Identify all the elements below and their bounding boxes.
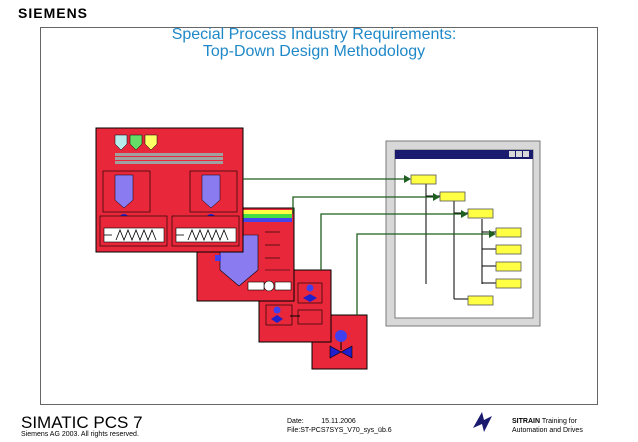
siemens-logo: SIEMENS: [18, 5, 89, 21]
pump-icon: [265, 282, 323, 326]
slide-title-line1: Special Process Industry Requirements:: [171, 26, 457, 43]
sitrain-brand: SITRAIN: [512, 418, 540, 425]
conveyor-icon: [103, 227, 237, 243]
footer-product: SIMATIC PCS 7: [21, 413, 143, 432]
sitrain-tail: Training for: [540, 418, 577, 425]
plant-overview-panel: [95, 127, 244, 253]
file-label: File:: [287, 427, 301, 434]
sitrain-logo-icon: [473, 412, 492, 432]
file-value: ST-PCS7SYS_V70_sys_üb.6: [300, 427, 392, 434]
footer-date: Date: 15.11.2006: [287, 418, 356, 425]
footer-copyright: Siemens AG 2003. All rights reserved.: [21, 431, 139, 438]
arrowheads: [404, 175, 496, 238]
date-value: 15.11.2006: [321, 418, 356, 425]
footer-sitrain-line2: Automation and Drives: [512, 427, 583, 434]
pump-panel: [258, 269, 332, 343]
footer-sitrain: SITRAIN Training for: [512, 418, 577, 425]
plant-overview-icon: [114, 134, 223, 164]
valve-icon: [329, 330, 353, 359]
motor-icon: [247, 280, 292, 292]
connector-arrows: [243, 178, 491, 315]
tree-nodes: [410, 174, 522, 306]
slide-title-line2: Top-Down Design Methodology: [202, 43, 426, 60]
slide-frame: [40, 27, 598, 405]
footer-file: File:ST-PCS7SYS_V70_sys_üb.6: [287, 427, 392, 434]
date-label: Date:: [287, 418, 304, 425]
